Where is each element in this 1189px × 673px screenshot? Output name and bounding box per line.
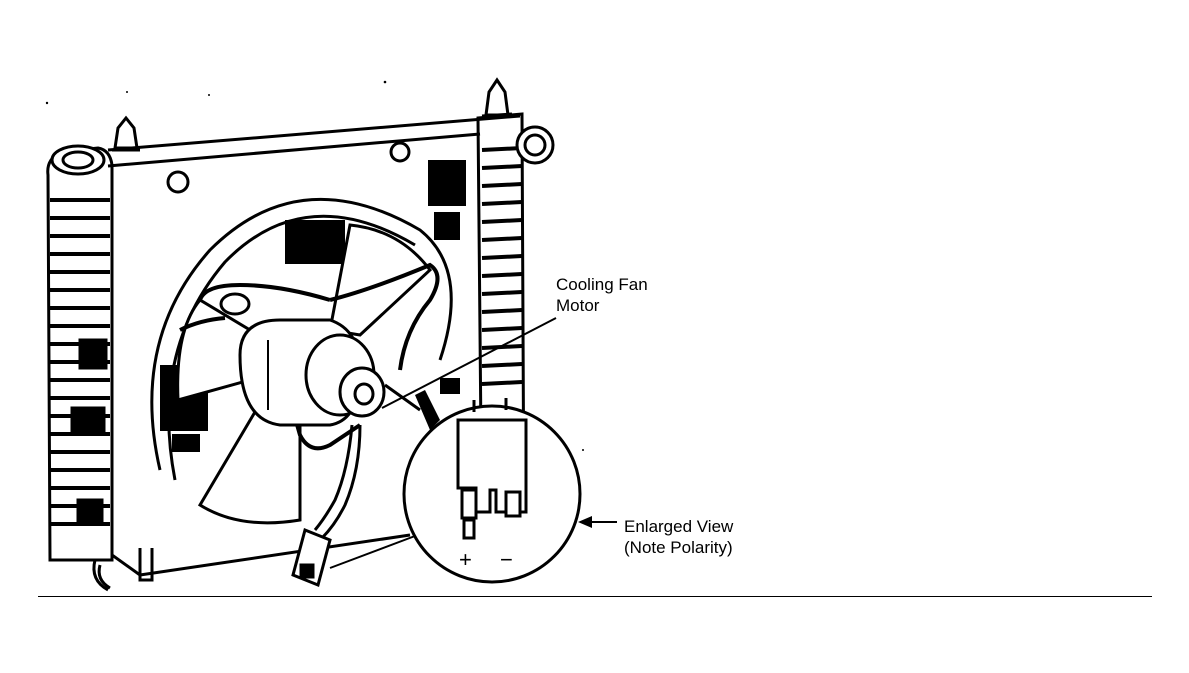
enlarged-label-line2: (Note Polarity) xyxy=(624,538,733,557)
negative-terminal-symbol: − xyxy=(500,547,513,572)
wiring-connector xyxy=(291,527,332,588)
motor-label-line2: Motor xyxy=(556,296,600,315)
enlarged-view-arrow xyxy=(578,516,617,528)
enlarged-label-line1: Enlarged View xyxy=(624,517,734,536)
enlarged-view-circle xyxy=(402,404,582,584)
fan-shroud xyxy=(107,114,521,577)
motor-leader-line xyxy=(381,317,557,409)
motor-label-line1: Cooling Fan xyxy=(556,275,648,294)
left-radiator-tank xyxy=(46,144,114,592)
enlarged-connector-detail xyxy=(456,398,528,540)
motor-bracket xyxy=(179,262,440,451)
positive-terminal-symbol: + xyxy=(459,547,472,572)
bottom-bracket xyxy=(97,548,154,590)
cooling-fan-motor-label: Cooling Fan Motor xyxy=(556,274,648,316)
page-divider xyxy=(38,596,1152,597)
connector-leader-line xyxy=(329,535,416,569)
left-mounting-peg xyxy=(112,115,140,152)
enlarged-view-label: Enlarged View (Note Polarity) xyxy=(624,516,733,558)
radiator-decal xyxy=(415,378,460,430)
cooling-fan-motor xyxy=(219,292,386,427)
right-mounting-peg xyxy=(481,77,513,118)
print-specks xyxy=(45,80,584,451)
